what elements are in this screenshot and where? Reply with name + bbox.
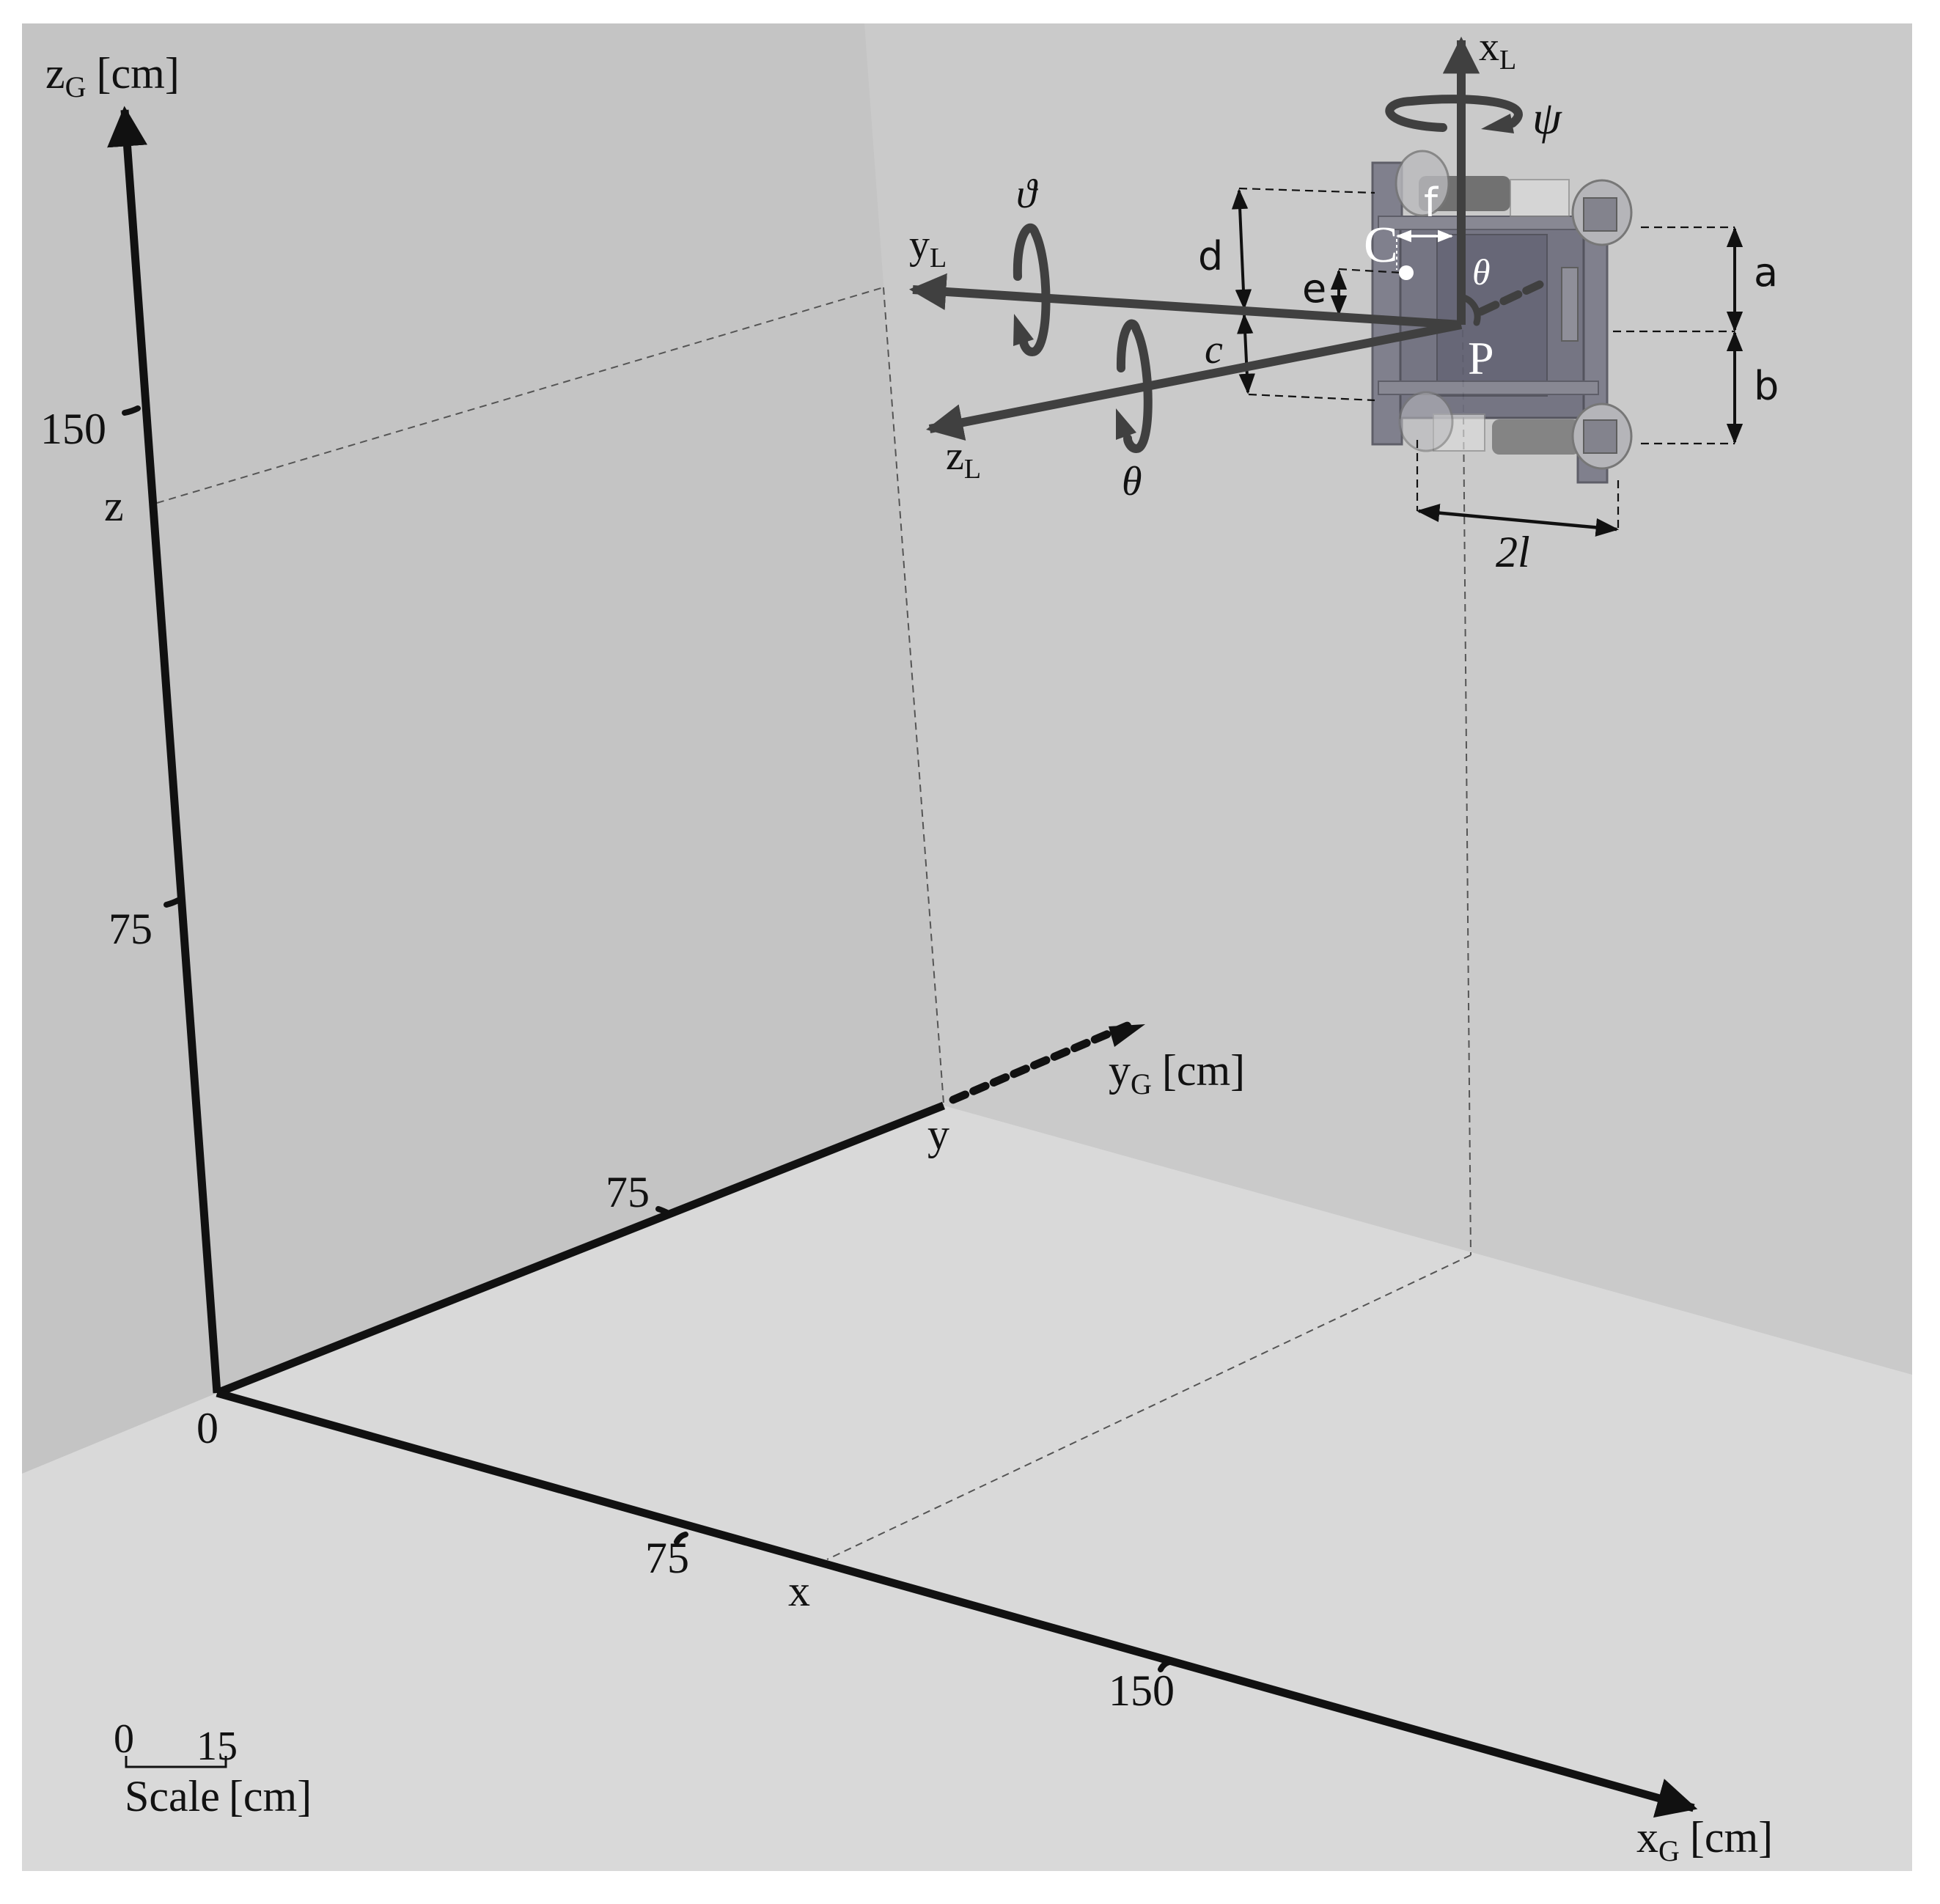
origin-label: 0	[196, 1404, 218, 1452]
reference-points: C P θ	[1364, 217, 1494, 384]
ddtheta-rotation-arrow	[1013, 223, 1051, 357]
local-axis-labels: xL ψ yL ϑ zL θ	[909, 24, 1562, 504]
theta-arrowhead	[1116, 408, 1136, 440]
projection-lines	[156, 287, 1471, 1560]
robot-top-bar	[1378, 216, 1599, 230]
c-extension-bottom	[1248, 393, 1375, 402]
d-extension-top	[1238, 187, 1375, 194]
label-P: P	[1468, 332, 1494, 384]
robot-side-rack	[1561, 267, 1579, 342]
room-background	[22, 23, 1912, 1871]
global-axes	[107, 106, 1698, 1818]
robot-inner-panel	[1436, 234, 1548, 397]
scale-bar: 0 15 Scale[cm]	[114, 1716, 312, 1820]
x-tick-150-label: 150	[1109, 1666, 1175, 1715]
x-local-label: xL	[1479, 24, 1516, 76]
x-point-label: x	[788, 1567, 810, 1615]
scale-bar-bracket	[125, 1756, 227, 1768]
wheel-hub-top-right	[1583, 197, 1617, 232]
psi-rotation-arrow	[1385, 95, 1523, 132]
robot-frame-left-rail	[1371, 161, 1403, 446]
robot-model	[1371, 150, 1633, 484]
y-tick-75	[655, 1206, 672, 1216]
label-f: f	[1424, 180, 1439, 226]
wheel-top-left	[1395, 150, 1450, 217]
y-global-axis	[215, 1101, 946, 1397]
label-e: e	[1302, 265, 1326, 312]
x-tick-75-label: 75	[645, 1534, 689, 1582]
dimension-labels: d e c a b 2l f	[1198, 180, 1779, 576]
ddtheta-arrowhead	[1013, 314, 1034, 346]
z-tick-150-label: 150	[40, 405, 106, 453]
z-local-axis	[926, 320, 1463, 441]
z-tick-75-label: 75	[109, 905, 153, 953]
z-point-label: z	[104, 482, 124, 530]
label-2l: 2l	[1496, 528, 1530, 576]
theta-label: θ	[1122, 459, 1142, 504]
vartheta-label: ϑ	[1016, 172, 1038, 217]
scale-caption: Scale[cm]	[125, 1772, 312, 1820]
dimension-2l	[1416, 504, 1620, 537]
z-tick-75	[163, 897, 181, 908]
scale-end-label: 15	[196, 1724, 238, 1769]
robot-bottom-motor	[1492, 419, 1580, 455]
left-wall	[22, 23, 944, 1474]
x-global-axis	[216, 1389, 1698, 1818]
y-global-axis-extension	[949, 1021, 1133, 1104]
wheel-hub-bottom-right	[1583, 419, 1617, 454]
y-local-label: yL	[909, 222, 947, 273]
z-local-label: zL	[946, 433, 981, 485]
local-axes	[908, 36, 1544, 441]
z-tick-150	[122, 405, 141, 416]
projected-axis-dashed	[1477, 280, 1544, 316]
rotation-arrowheads	[1013, 114, 1514, 440]
x-tick-75	[674, 1532, 688, 1545]
y-global-label: yG[cm]	[1109, 1046, 1245, 1100]
y-local-axis	[908, 273, 1462, 329]
psi-label: ψ	[1532, 92, 1562, 144]
x-global-label: xG[cm]	[1636, 1813, 1773, 1867]
z-global-label: zG[cm]	[45, 49, 180, 103]
label-d: d	[1198, 233, 1223, 279]
rotation-indicators	[1013, 95, 1523, 454]
y-point-label: y	[927, 1110, 949, 1158]
robot-top-bracket	[1510, 179, 1570, 217]
robot-bottom-bar	[1378, 381, 1599, 395]
label-theta-angle: θ	[1472, 251, 1491, 293]
dimension-annotations	[1231, 187, 1744, 537]
label-c: c	[1205, 327, 1223, 372]
dimension-d	[1231, 188, 1252, 310]
z-projection-line	[156, 287, 884, 504]
z-global-axis	[107, 106, 221, 1394]
theta-angle-arc	[1458, 293, 1481, 326]
scale-start-label: 0	[114, 1716, 134, 1762]
label-b: b	[1754, 363, 1779, 409]
robot-vertical-projection	[1462, 329, 1471, 1256]
theta-rotation-arrow	[1116, 319, 1153, 454]
label-a: a	[1754, 249, 1778, 295]
dimension-c	[1237, 313, 1255, 394]
y-global-arrowhead	[1109, 1024, 1145, 1047]
psi-arrowhead	[1481, 114, 1514, 133]
floor-projection-line	[826, 1254, 1471, 1560]
wheel-bottom-left	[1398, 391, 1454, 452]
global-axis-labels: zG[cm] 150 z 75 0 75 y yG[cm] 75 x 150 x…	[40, 49, 1773, 1867]
floor	[22, 1106, 1912, 1871]
e-extension	[1338, 268, 1403, 274]
label-C: C	[1364, 217, 1398, 273]
center-of-mass-dot	[1399, 265, 1414, 280]
x-tick-150	[1158, 1659, 1172, 1672]
y-tick-75-label: 75	[606, 1168, 650, 1216]
